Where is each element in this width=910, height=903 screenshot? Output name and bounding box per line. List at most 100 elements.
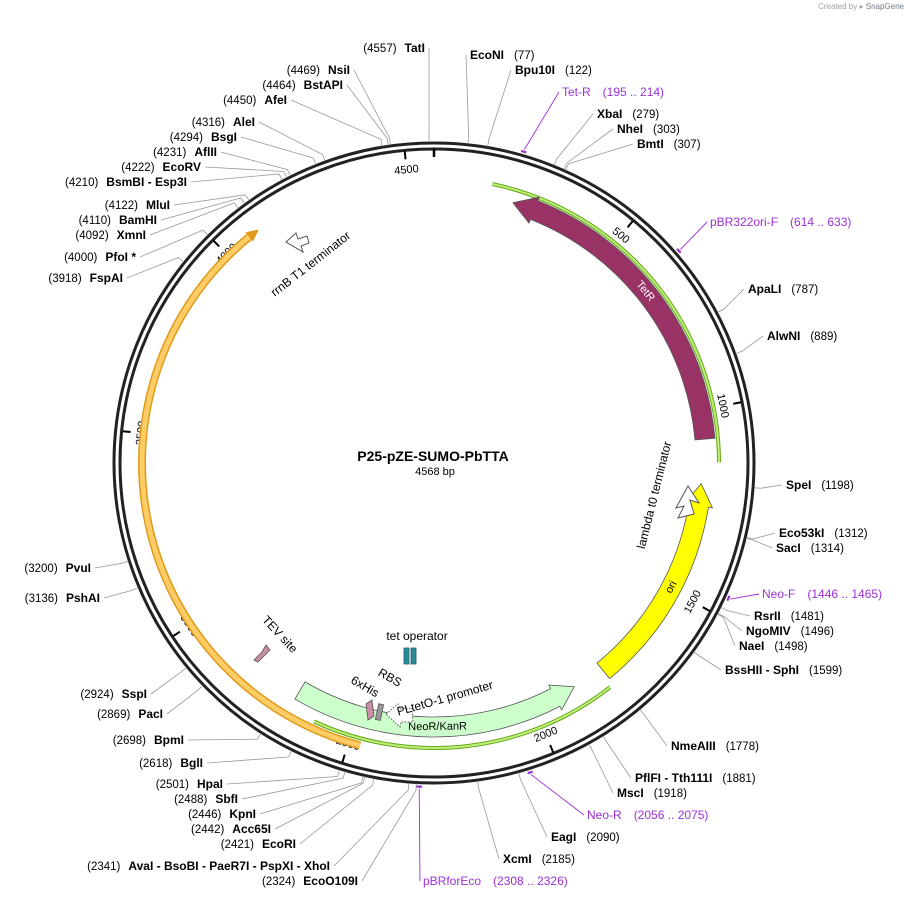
- restriction-site[interactable]: NgoMIV(1496): [717, 612, 834, 638]
- site-leader-line: [361, 783, 417, 882]
- restriction-site[interactable]: EcoNI(77): [465, 48, 535, 144]
- primer-range: (2056 .. 2075): [634, 808, 709, 822]
- primer-leader-line: [680, 221, 708, 250]
- restriction-site[interactable]: SspI(2924): [80, 667, 187, 701]
- site-name: XcmI: [503, 852, 532, 866]
- restriction-site[interactable]: EcoRI (2421): [221, 778, 375, 851]
- primer[interactable]: pBR322ori-F(614 .. 633): [676, 215, 851, 254]
- restriction-site[interactable]: Bpu10I(122): [487, 63, 592, 147]
- restriction-site[interactable]: Acc65I(2442): [191, 776, 366, 836]
- restriction-site[interactable]: SacI(1314): [745, 537, 844, 555]
- restriction-site[interactable]: PflFI - Tth111I(1881): [602, 735, 756, 785]
- restriction-site[interactable]: BpmI(2698): [113, 733, 262, 747]
- ruler-tick-label: 1000: [714, 393, 731, 419]
- site-name: MscI: [617, 786, 644, 800]
- restriction-site[interactable]: EagI (2090): [518, 772, 620, 844]
- restriction-site[interactable]: BglI(2618): [139, 750, 293, 770]
- restriction-site[interactable]: BsmBI - Esp3I(4210): [65, 173, 283, 189]
- restriction-site[interactable]: AvaI - BsoBI - PaeR7I - PspXI - XhoI(234…: [87, 782, 410, 873]
- restriction-site[interactable]: EcoO109I(2324): [262, 783, 417, 888]
- restriction-site[interactable]: AlwNI(889): [735, 329, 838, 354]
- site-leader-line: [487, 69, 512, 147]
- site-name: EcoRI: [262, 837, 296, 851]
- restriction-site[interactable]: BsgI(4294): [170, 130, 317, 165]
- primer[interactable]: Tet-R(195 .. 214): [520, 85, 664, 154]
- ruler-tick: [212, 240, 220, 248]
- restriction-site[interactable]: ApaLI(787): [717, 282, 818, 313]
- restriction-site[interactable]: AflII(4231): [153, 145, 291, 177]
- site-name: FspAI: [90, 271, 123, 285]
- site-position: (2185): [542, 854, 575, 866]
- restriction-site[interactable]: FspAI(3918): [48, 257, 184, 285]
- restriction-site[interactable]: PshAI(3136): [25, 587, 139, 605]
- site-position: (303): [653, 124, 680, 136]
- primer[interactable]: pBRforEco(2308 .. 2326): [416, 785, 568, 888]
- restriction-site[interactable]: BstAPI(4464): [262, 78, 389, 146]
- site-leader-line: [290, 99, 383, 147]
- restriction-site[interactable]: PvuI(3200): [24, 560, 129, 575]
- restriction-site[interactable]: XcmI (2185): [477, 780, 576, 866]
- site-name: SpeI: [786, 478, 811, 492]
- restriction-site[interactable]: SbfI(2488): [174, 771, 346, 806]
- restriction-site[interactable]: KpnI(2446): [188, 775, 364, 821]
- restriction-site[interactable]: BssHII - SphI(1599): [693, 651, 843, 677]
- site-leader-line: [565, 143, 634, 171]
- restriction-site[interactable]: MscI (1918): [588, 743, 687, 800]
- restriction-site[interactable]: BmtI(307): [565, 137, 701, 171]
- restriction-site[interactable]: NmeAIII(1778): [639, 709, 759, 753]
- credit-prefix: Created by: [818, 2, 858, 11]
- restriction-site[interactable]: MluI(4122): [105, 194, 250, 212]
- feature-label: NeoR/KanR: [408, 720, 467, 733]
- restriction-site[interactable]: AfeI(4450): [223, 93, 383, 147]
- restriction-site[interactable]: EcoRV(4222): [121, 160, 288, 178]
- site-position: (1481): [791, 611, 824, 623]
- site-leader-line: [220, 151, 291, 177]
- site-position: (2421): [221, 839, 254, 851]
- restriction-site[interactable]: HpaI(2501): [156, 769, 340, 791]
- site-leader-line: [465, 54, 470, 144]
- restriction-site[interactable]: RsrII(1481): [720, 606, 824, 623]
- site-name: BpmI: [154, 733, 184, 747]
- restriction-site[interactable]: SpeI(1198): [754, 478, 854, 492]
- site-name: SacI: [776, 541, 801, 555]
- site-name: NgoMIV: [746, 624, 791, 638]
- ruler-tick: [122, 430, 131, 434]
- primer[interactable]: Neo-F(1446 .. 1465): [726, 587, 882, 602]
- feature-label: rrnB T1 terminator: [268, 228, 353, 299]
- site-position: (4092): [75, 230, 108, 242]
- restriction-site[interactable]: XbaI(279): [553, 107, 659, 166]
- site-leader-line: [190, 173, 283, 183]
- site-name: MluI: [146, 198, 170, 212]
- site-position: (1599): [809, 665, 842, 677]
- ruler-tick-label: 4500: [394, 163, 419, 177]
- restriction-site[interactable]: XmnI(4092): [75, 202, 239, 242]
- site-leader-line: [720, 606, 751, 617]
- site-name: EagI: [551, 830, 576, 844]
- restriction-site[interactable]: PacI(2869): [97, 685, 203, 721]
- restriction-site[interactable]: PfoI *(4000): [64, 229, 209, 264]
- restriction-site[interactable]: BamHI(4110): [79, 197, 246, 227]
- site-name: KpnI: [229, 807, 256, 821]
- feature-tev-site: [253, 644, 271, 663]
- site-position: (4000): [64, 252, 97, 264]
- site-position: (1778): [726, 741, 759, 753]
- primer[interactable]: Neo-R(2056 .. 2075): [527, 770, 709, 822]
- site-leader-line: [259, 775, 364, 815]
- site-position: (2090): [586, 832, 619, 844]
- primer-leader-line: [418, 788, 421, 882]
- restriction-site[interactable]: Eco53kI(1312): [746, 526, 868, 540]
- site-leader-line: [240, 136, 317, 165]
- restriction-site[interactable]: NaeI(1498): [717, 613, 808, 653]
- restriction-site[interactable]: NsiI(4469): [287, 63, 391, 146]
- site-position: (279): [632, 109, 659, 121]
- site-position: (1918): [654, 788, 687, 800]
- site-leader-line: [346, 84, 389, 146]
- restriction-site[interactable]: NheI(303): [563, 122, 680, 170]
- site-leader-line: [94, 560, 129, 569]
- restriction-site[interactable]: TatI(4557): [363, 41, 430, 143]
- site-leader-line: [353, 69, 391, 146]
- restriction-site[interactable]: AleI(4316): [192, 115, 326, 162]
- site-leader-line: [206, 750, 293, 764]
- site-position: (2618): [139, 758, 172, 770]
